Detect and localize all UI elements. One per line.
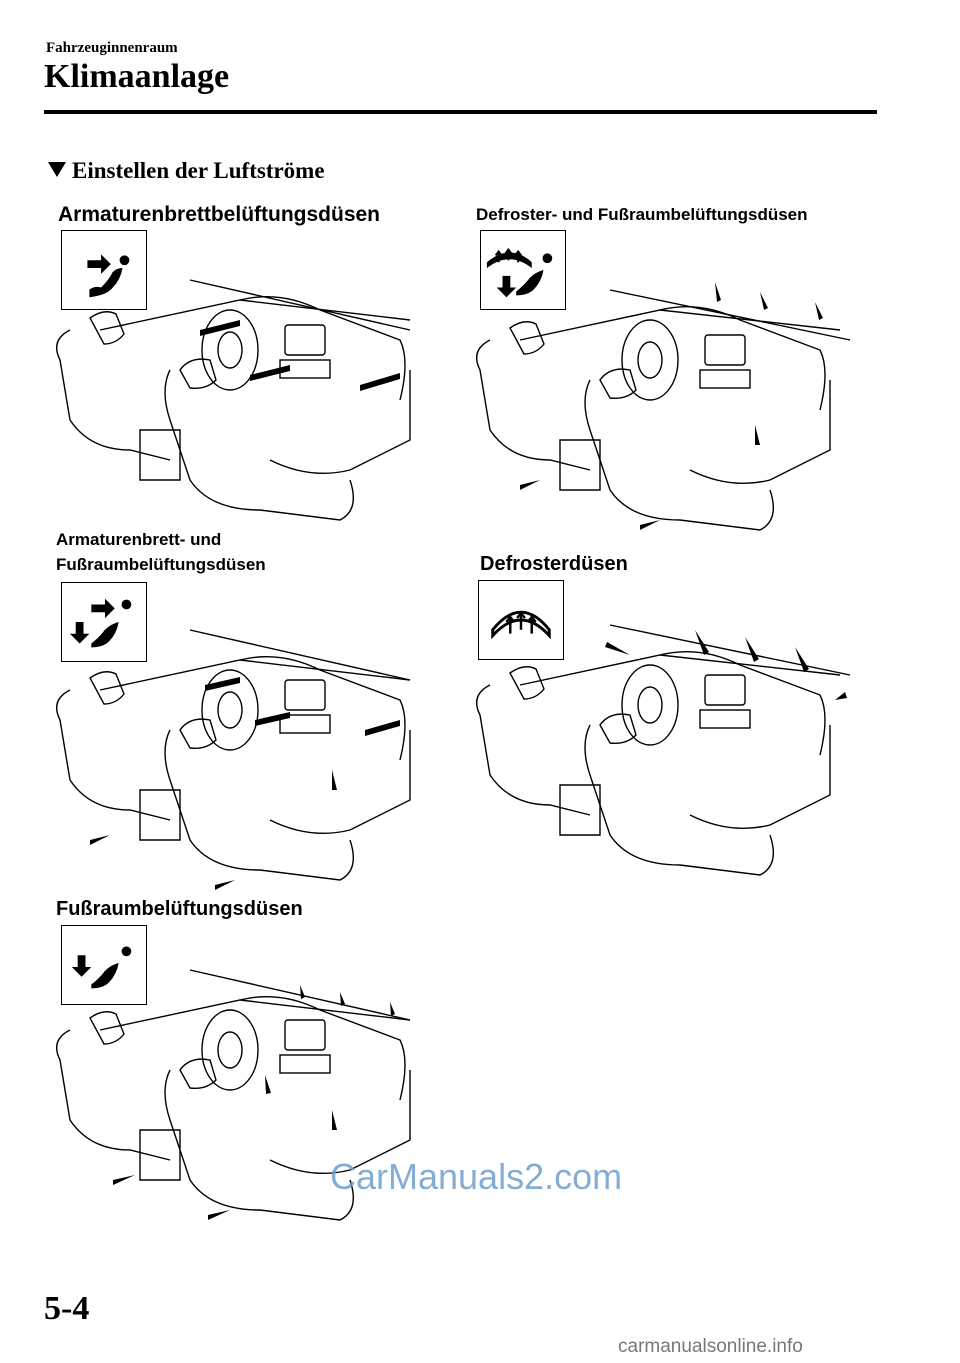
panel-label-bilevel-line1: Armaturenbrett- und bbox=[56, 530, 222, 549]
watermark-logo: CarManuals2.com bbox=[330, 1156, 623, 1197]
chapter-label: Fahrzeuginnenraum bbox=[46, 40, 178, 56]
floor-vent-icon bbox=[61, 925, 147, 1005]
page-title: Klimaanlage bbox=[44, 58, 230, 95]
bi-level-scene-illustration bbox=[56, 629, 411, 890]
page-number: 5-4 bbox=[44, 1290, 90, 1327]
face-vent-icon bbox=[61, 230, 147, 310]
footer-site-link[interactable]: carmanualsonline.info bbox=[618, 1336, 803, 1357]
panel-label-bilevel-line2: Fußraumbelüftungsdüsen bbox=[56, 555, 266, 574]
defrost-scene-illustration bbox=[476, 624, 851, 876]
floor-vent-scene-illustration bbox=[56, 969, 411, 1221]
panel-label-defrost: Defrosterdüsen bbox=[480, 553, 628, 575]
panel-label-face: Armaturenbrettbelüftungsdüsen bbox=[58, 203, 381, 226]
bi-level-icon bbox=[61, 582, 147, 662]
section-heading-text: Einstellen der Luftströme bbox=[72, 158, 325, 183]
defrost-floor-scene-illustration bbox=[476, 282, 851, 531]
face-vent-scene-illustration bbox=[56, 279, 411, 521]
triangle-bullet-icon bbox=[48, 162, 66, 177]
panel-label-defrost-floor: Defroster- und Fußraumbelüftungsdüsen bbox=[476, 205, 808, 224]
panel-label-floor: Fußraumbelüftungsdüsen bbox=[56, 898, 303, 920]
defrost-floor-icon bbox=[480, 230, 566, 310]
section-heading: Einstellen der Luftströme bbox=[48, 158, 325, 184]
header-divider bbox=[44, 110, 877, 114]
defrost-icon bbox=[478, 580, 564, 660]
